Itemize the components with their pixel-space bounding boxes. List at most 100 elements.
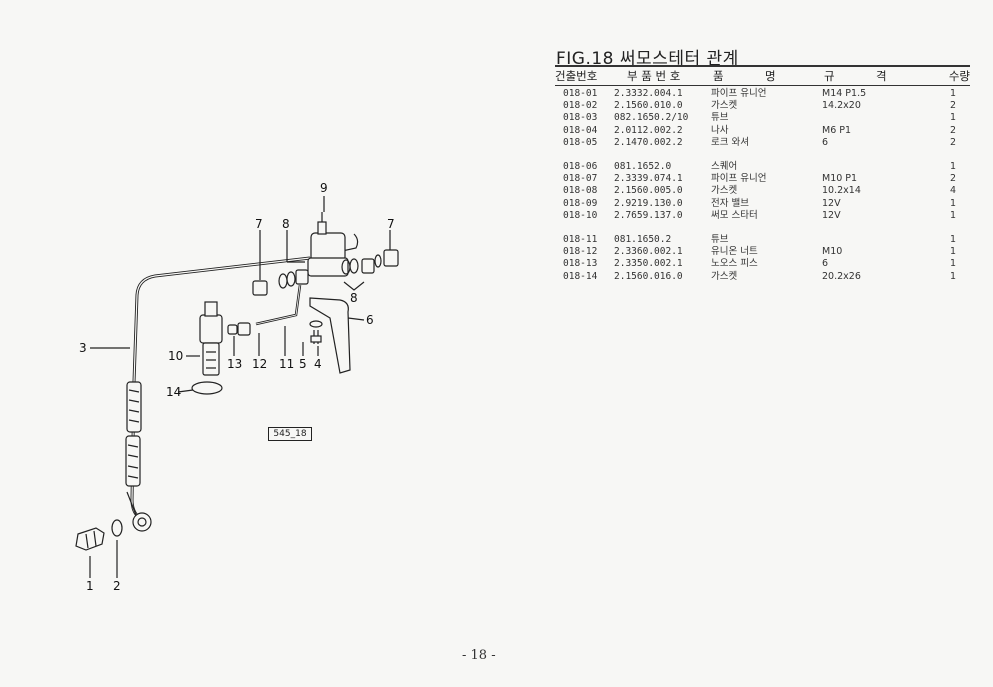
part-no-cell: 018-04	[563, 124, 598, 136]
part-no-cell: 018-03	[563, 112, 598, 124]
table-row: 018-10 2.7659.137.0 써모 스타터 12V 1	[555, 210, 970, 222]
part-no-cell: 018-08	[563, 185, 598, 197]
callout-7-left: 7	[255, 217, 263, 231]
callout-9: 9	[320, 181, 328, 195]
callout-2: 2	[113, 579, 121, 593]
spec-cell: M10	[822, 246, 843, 258]
callout-11: 11	[279, 357, 295, 371]
spec-cell: M14 P1.5	[822, 88, 867, 99]
part-number-cell: 081.1652.0	[614, 161, 672, 172]
part-number-cell: 082.1650.2/10	[614, 112, 689, 124]
part-name-cell: 튜브	[711, 234, 729, 245]
title-rule	[555, 65, 970, 67]
header-part-number: 부 품 번 호	[627, 69, 681, 83]
part-name-cell: 가스켓	[711, 270, 738, 282]
table-row: 018-03 082.1650.2/10 튜브 1	[555, 112, 970, 124]
part-number-cell: 081.1650.2	[614, 234, 672, 245]
callout-12: 12	[252, 357, 268, 371]
part-number-cell: 2.1560.016.0	[614, 270, 683, 282]
part-number-cell: 2.1470.002.2	[614, 136, 683, 148]
header-spec-b: 격	[876, 69, 887, 83]
qty-cell: 1	[949, 234, 956, 245]
table-row: 018-04 2.0112.002.2 나사 M6 P1 2	[555, 125, 970, 137]
part-name-cell: 전자 밸브	[711, 197, 749, 209]
qty-cell: 1	[949, 197, 956, 209]
part-no-cell: 018-12	[563, 246, 598, 258]
qty-cell: 1	[949, 209, 956, 221]
spec-cell: M10 P1	[822, 173, 858, 185]
spec-cell: 12V	[822, 209, 841, 221]
part-no-cell: 018-10	[563, 209, 598, 221]
part-name-cell: 튜브	[711, 112, 729, 124]
qty-cell: 4	[949, 185, 956, 197]
part-no-cell: 018-06	[563, 161, 598, 172]
table-row: 018-11 081.1650.2 튜브 1	[555, 234, 970, 246]
part-number-cell: 2.3360.002.1	[614, 246, 683, 258]
header-name-a: 품	[713, 69, 724, 83]
spec-cell: M6 P1	[822, 124, 852, 136]
part-no-cell: 018-02	[563, 100, 598, 112]
page-number: - 18 -	[462, 648, 496, 663]
part-no-cell: 018-07	[563, 173, 598, 185]
part-name-cell: 써모 스타터	[711, 209, 758, 221]
part-name-cell: 로크 와셔	[711, 136, 749, 148]
part-number-cell: 2.3339.074.1	[614, 173, 683, 185]
header-no: 건출번호	[555, 69, 598, 83]
figure-reference-box: 545_18	[268, 427, 312, 441]
callout-1: 1	[86, 579, 94, 593]
part-no-cell: 018-11	[563, 234, 598, 245]
part-no-cell: 018-09	[563, 197, 598, 209]
part-name-cell: 파이프 유니언	[711, 88, 767, 99]
part-number-cell: 2.1560.010.0	[614, 100, 683, 112]
callout-14: 14	[166, 385, 182, 399]
spec-cell: 20.2x26	[822, 270, 861, 282]
callout-8-left: 8	[282, 217, 290, 231]
qty-cell: 2	[949, 100, 956, 112]
header-qty: 수량	[948, 69, 970, 83]
part-no-cell: 018-14	[563, 270, 598, 282]
qty-cell: 2	[949, 136, 956, 148]
part-name-cell: 파이프 유니언	[711, 173, 767, 185]
part-number-cell: 2.0112.002.2	[614, 124, 683, 136]
part-name-cell: 나사	[711, 124, 729, 136]
callout-5: 5	[299, 357, 307, 371]
header-name-b: 명	[765, 69, 776, 83]
table-row: 018-09 2.9219.130.0 전자 밸브 12V 1	[555, 198, 970, 210]
spec-cell: 12V	[822, 197, 841, 209]
qty-cell: 2	[949, 124, 956, 136]
spec-cell: 6	[822, 136, 829, 148]
qty-cell: 1	[949, 270, 956, 282]
callout-4: 4	[314, 357, 322, 371]
part-number-cell: 2.9219.130.0	[614, 197, 683, 209]
part-number-cell: 2.3350.002.1	[614, 258, 683, 270]
table-row: 018-14 2.1560.016.0 가스켓 20.2x26 1	[555, 271, 970, 283]
table-row: 018-07 2.3339.074.1 파이프 유니언 M10 P1 2	[555, 173, 970, 185]
spec-cell: 14.2x20	[822, 100, 861, 112]
part-no-cell: 018-05	[563, 136, 598, 148]
qty-cell: 1	[949, 112, 956, 124]
qty-cell: 2	[949, 173, 956, 185]
spec-cell: 10.2x14	[822, 185, 861, 197]
callout-3: 3	[79, 341, 87, 355]
qty-cell: 1	[949, 246, 956, 258]
part-number-cell: 2.3332.004.1	[614, 88, 683, 99]
callout-13: 13	[227, 357, 243, 371]
part-name-cell: 스퀘어	[711, 161, 738, 172]
callout-10: 10	[168, 349, 184, 363]
part-number-cell: 2.7659.137.0	[614, 209, 683, 221]
header-rule	[555, 85, 970, 86]
table-header: 건출번호 부 품 번 호 품 명 규 격 수량	[555, 68, 970, 84]
part-no-cell: 018-01	[563, 88, 598, 99]
qty-cell: 1	[949, 258, 956, 270]
table-row: 018-12 2.3360.002.1 유니온 너트 M10 1	[555, 246, 970, 258]
part-name-cell: 유니온 너트	[711, 246, 758, 258]
part-name-cell: 노오스 피스	[711, 258, 758, 270]
header-spec-a: 규	[824, 69, 835, 83]
spec-cell: 6	[822, 258, 829, 270]
part-number-cell: 2.1560.005.0	[614, 185, 683, 197]
